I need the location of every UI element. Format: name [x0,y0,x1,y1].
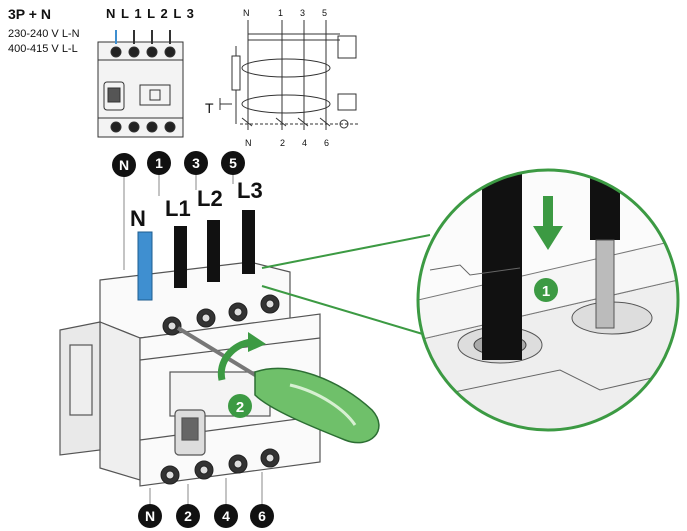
schematic-top-1: 1 [278,8,284,18]
wire-label-l2: L2 [197,186,223,211]
pole-header: N L 1 L 2 L 3 [106,6,195,21]
wire-label-l3: L3 [237,178,263,203]
top-marker-n [112,153,136,177]
bottom-marker-n-text: N [145,508,155,524]
top-terminal-screws [162,294,280,336]
screwdriver [176,326,380,444]
schematic-top-n: N [243,8,250,18]
wire-l2 [207,220,220,282]
step1-badge [534,278,558,302]
step2-number: 2 [236,399,244,416]
schematic-top-5: 5 [322,8,328,18]
device-front-thumbnail [97,30,184,138]
voltage-ll-label: 400-415 V L-L [8,43,78,55]
step2-badge [228,394,252,418]
voltage-ln-label: 230-240 V L-N [8,28,80,40]
top-marker-1 [147,151,171,175]
zoom-connector-top [261,234,431,269]
top-terminal-markers: N 1 3 5 [112,151,245,177]
wire-label-l1: L1 [165,196,191,221]
schematic-bottom-2: 2 [280,138,286,148]
wire-l3 [242,210,255,274]
bottom-marker-2-text: 2 [184,508,192,524]
push-arrow-head [533,226,563,250]
marker-leader-lines [123,175,234,270]
wire-label-n: N [130,206,146,231]
push-arrow-shaft [543,196,553,228]
zoom-connector-bottom [261,285,427,336]
schematic-bottom-6: 6 [324,138,330,148]
top-marker-n-text: N [119,157,129,173]
wire-neutral [137,231,153,301]
zoom-screwdriver-handle [590,170,620,240]
step1-number: 1 [542,283,550,300]
top-marker-1-text: 1 [155,155,163,171]
test-button-label: T [205,100,214,116]
rotation-arrow [217,338,253,381]
top-marker-3 [184,151,208,175]
bottom-terminal-screws [160,448,280,485]
schematic-bottom-n: N [245,138,252,148]
bottom-marker-4-text: 4 [222,508,230,524]
bottom-marker-6-text: 6 [258,508,266,524]
top-marker-5-text: 5 [229,155,237,171]
top-marker-3-text: 3 [192,155,200,171]
zoom-circle-border [416,168,680,432]
schematic-bottom-4: 4 [302,138,308,148]
zoom-screwdriver-shaft [595,239,615,329]
config-title: 3P + N [8,6,51,22]
wiring-schematic [219,20,358,130]
zoom-wire [482,170,522,360]
top-marker-5 [221,151,245,175]
wire-l1 [174,226,187,288]
input-wires [137,210,255,301]
bottom-terminal-markers: N 2 4 6 [138,472,274,528]
schematic-top-3: 3 [300,8,306,18]
